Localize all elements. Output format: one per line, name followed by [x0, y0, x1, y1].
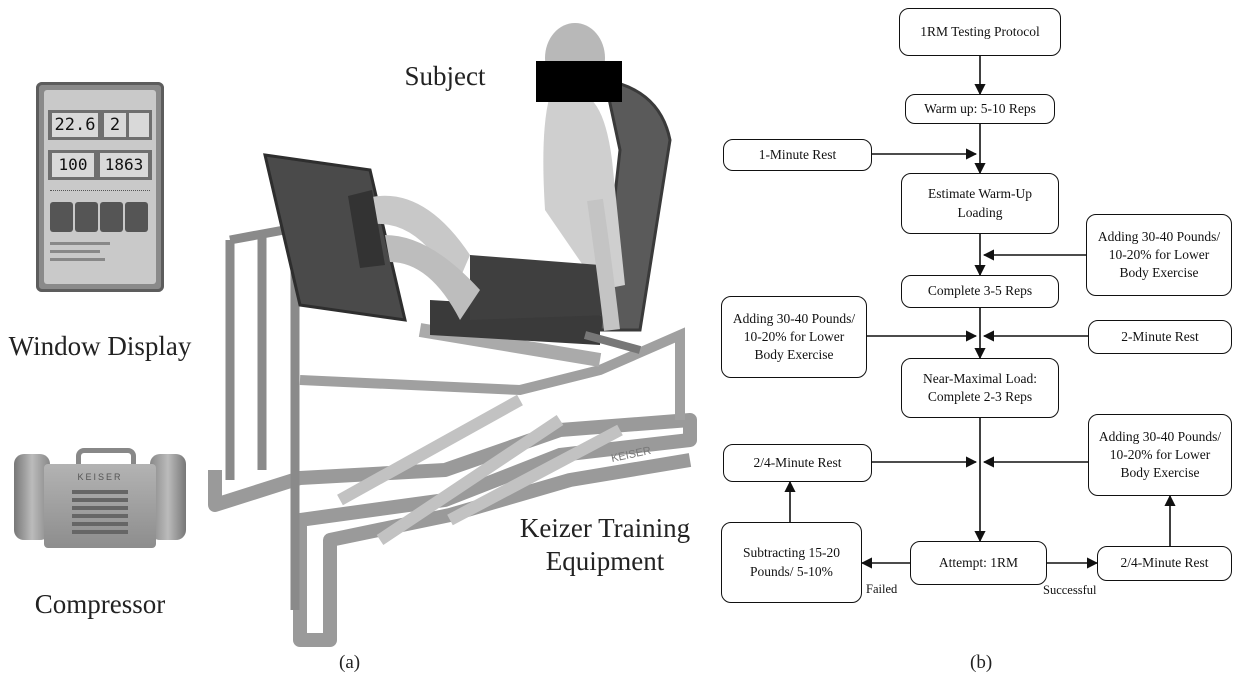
box-2-minute-rest: 2-Minute Rest	[1088, 320, 1232, 354]
training-equipment-illustration: KEISER	[208, 23, 697, 647]
box-adding-load-left: Adding 30-40 Pounds/ 10-20% for Lower Bo…	[721, 296, 867, 378]
equipment-label-line2: Equipment	[545, 546, 665, 576]
box-estimate-warm-up-loading: Estimate Warm-Up Loading	[901, 173, 1059, 234]
box-adding-load-right-1: Adding 30-40 Pounds/ 10-20% for Lower Bo…	[1086, 214, 1232, 296]
equipment-label-line1: Keizer Training	[519, 513, 691, 543]
compressor-brand: KEISER	[77, 472, 123, 482]
compressor-label: Compressor	[34, 589, 166, 619]
display-readout-2: 2	[104, 113, 126, 137]
subject-label: Subject	[404, 61, 486, 91]
window-display-image: 22.6 2 100 1863	[36, 82, 164, 292]
box-complete-3-5-reps: Complete 3-5 Reps	[901, 275, 1059, 308]
panel-b-caption: (b)	[970, 652, 993, 673]
box-1rm-testing-protocol: 1RM Testing Protocol	[899, 8, 1061, 56]
box-1-minute-rest: 1-Minute Rest	[723, 139, 872, 171]
box-subtracting-load: Subtracting 15-20 Pounds/ 5-10%	[721, 522, 862, 603]
window-display-label: Window Display	[8, 331, 192, 361]
display-readout-1: 22.6	[52, 113, 98, 137]
box-near-maximal-load: Near-Maximal Load: Complete 2-3 Reps	[901, 358, 1059, 418]
box-2-4-minute-rest-right: 2/4-Minute Rest	[1097, 546, 1232, 581]
edge-label-failed: Failed	[866, 582, 898, 596]
compressor-image: KEISER	[14, 442, 186, 552]
face-censor-bar	[536, 61, 622, 102]
edge-label-successful: Successful	[1043, 583, 1097, 597]
box-attempt-1rm: Attempt: 1RM	[910, 541, 1047, 585]
display-readout-3: 100	[52, 153, 94, 177]
display-readout-4: 1863	[100, 153, 148, 177]
box-adding-load-right-2: Adding 30-40 Pounds/ 10-20% for Lower Bo…	[1088, 414, 1232, 496]
box-warm-up: Warm up: 5-10 Reps	[905, 94, 1055, 124]
panel-a-caption: (a)	[339, 652, 361, 673]
box-2-4-minute-rest-left: 2/4-Minute Rest	[723, 444, 872, 482]
